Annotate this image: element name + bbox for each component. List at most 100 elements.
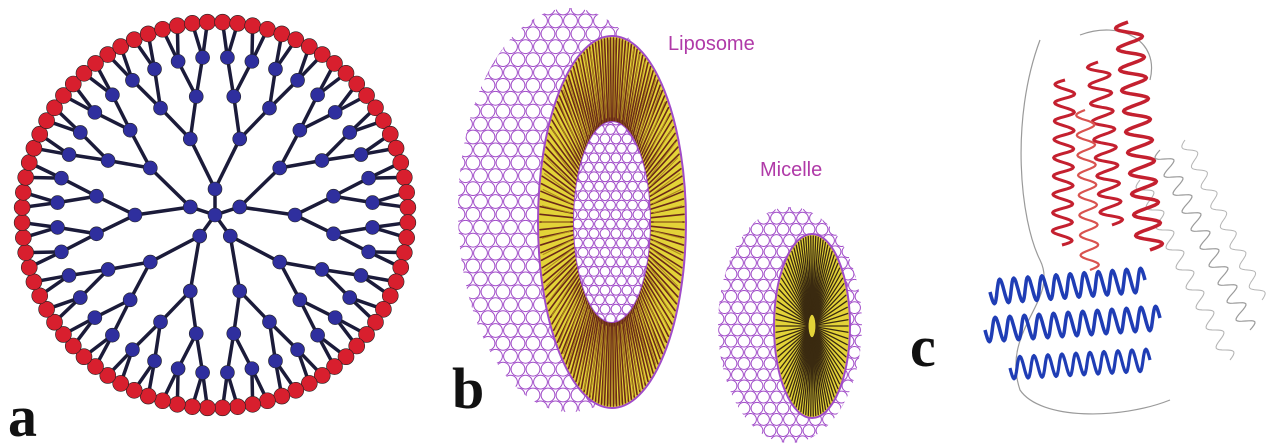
lipid-head-group — [745, 324, 757, 336]
dendrimer-terminal-node — [400, 215, 416, 231]
lipid-head-group — [511, 259, 525, 273]
dendrimer-branch-node — [227, 89, 241, 103]
lipid-head-group — [481, 156, 495, 170]
lipid-head-group — [511, 53, 525, 67]
lipid-head-group — [764, 246, 776, 258]
lipid-head-group — [732, 414, 744, 426]
lipid-head-group — [504, 220, 518, 234]
lipid-head-group — [725, 246, 737, 258]
lipid-head-group — [549, 375, 563, 389]
lipid-head-group — [496, 208, 510, 222]
lipid-head-group — [504, 91, 518, 105]
dendrimer-terminal-node — [393, 155, 409, 171]
lipid-head-group — [489, 220, 503, 234]
lipid-head-group — [758, 369, 770, 381]
lipid-head-group — [849, 414, 861, 426]
lipid-head-group — [466, 311, 480, 325]
lipid-head-group — [611, 134, 621, 144]
lipid-head-group — [584, 219, 594, 229]
lipid-head-group — [519, 117, 533, 131]
lipid-head-group — [611, 153, 621, 163]
lipid-head-group — [764, 268, 776, 280]
lipid-head-group — [849, 279, 861, 291]
dendrimer-terminal-node — [382, 126, 398, 142]
lipid-tail — [613, 38, 614, 122]
lipid-head-group — [459, 246, 473, 260]
lipid-head-group — [719, 235, 731, 247]
lipid-head-group — [712, 380, 724, 392]
lipid-head-group — [526, 156, 540, 170]
lipid-head-group — [738, 201, 750, 213]
lipid-head-group — [496, 156, 510, 170]
lipid-head-group — [823, 212, 835, 224]
dendrimer-branch-node — [366, 220, 380, 234]
lipid-head-group — [842, 425, 854, 437]
dendrimer-branch-node — [183, 132, 197, 146]
lipid-head-group — [586, 1, 600, 15]
dendrimer-branch-node — [50, 220, 64, 234]
lipid-head-group — [466, 104, 480, 118]
lipid-head-group — [541, 53, 555, 67]
dendrimer-terminal-node — [18, 245, 34, 261]
lipid-head-group — [511, 182, 525, 196]
lipid-head-group — [712, 223, 724, 235]
dendrimer-branch-node — [154, 101, 168, 115]
lipid-head-group — [504, 40, 518, 54]
lipid-head-group — [654, 40, 668, 54]
lipid-head-group — [855, 335, 867, 347]
dendrimer-branch-node — [208, 182, 222, 196]
lipid-head-group — [504, 349, 518, 363]
lipid-head-group — [595, 143, 605, 153]
lipid-head-group — [628, 276, 638, 286]
dendrimer-branch-node — [311, 88, 325, 102]
dendrimer-terminal-node — [14, 215, 30, 231]
dendrimer-branch-node — [354, 268, 368, 282]
lipid-head-group — [578, 191, 588, 201]
lipid-head-group — [732, 391, 744, 403]
lipid-head-group — [855, 358, 867, 370]
lipid-head-group — [526, 27, 540, 41]
dendrimer-branch-node — [189, 89, 203, 103]
lipid-head-group — [519, 246, 533, 260]
lipid-head-group — [606, 162, 616, 172]
lipid-head-group — [836, 212, 848, 224]
dendrimer-branch-node — [328, 311, 342, 325]
lipid-head-group — [719, 436, 731, 446]
lipid-head-group — [451, 1, 465, 15]
lipid-head-group — [732, 235, 744, 247]
lipid-head-group — [784, 212, 796, 224]
lipid-head-group — [534, 40, 548, 54]
micelle-core — [774, 234, 850, 418]
lipid-head-group — [669, 14, 683, 28]
dendrimer-branch-node — [101, 154, 115, 168]
lipid-head-group — [526, 285, 540, 299]
lipid-head-group — [474, 66, 488, 80]
lipid-head-group — [622, 266, 632, 276]
lipid-head-group — [777, 425, 789, 437]
lipid-head-group — [541, 388, 555, 402]
lipid-head-group — [758, 279, 770, 291]
lipid-head-group — [504, 169, 518, 183]
lipid-head-group — [496, 53, 510, 67]
lipid-head-group — [504, 324, 518, 338]
lipid-head-group — [511, 1, 525, 15]
lipid-head-group — [855, 223, 867, 235]
lipid-head-group — [519, 14, 533, 28]
lipid-head-group — [842, 201, 854, 213]
lipid-head-group — [526, 259, 540, 273]
lipid-head-group — [842, 380, 854, 392]
lipid-head-group — [556, 27, 570, 41]
lipid-head-group — [589, 229, 599, 239]
lipid-head-group — [606, 181, 616, 191]
lipid-head-group — [738, 358, 750, 370]
lipid-head-group — [526, 1, 540, 15]
lipid-head-group — [751, 313, 763, 325]
dendrimer-terminal-node — [288, 382, 304, 398]
lipid-head-group — [745, 302, 757, 314]
lipid-head-group — [758, 391, 770, 403]
lipid-head-group — [489, 246, 503, 260]
lipid-head-group — [481, 311, 495, 325]
lipid-head-group — [466, 1, 480, 15]
dendrimer-branch-node — [143, 161, 157, 175]
alpha-helix-red — [1076, 110, 1099, 270]
